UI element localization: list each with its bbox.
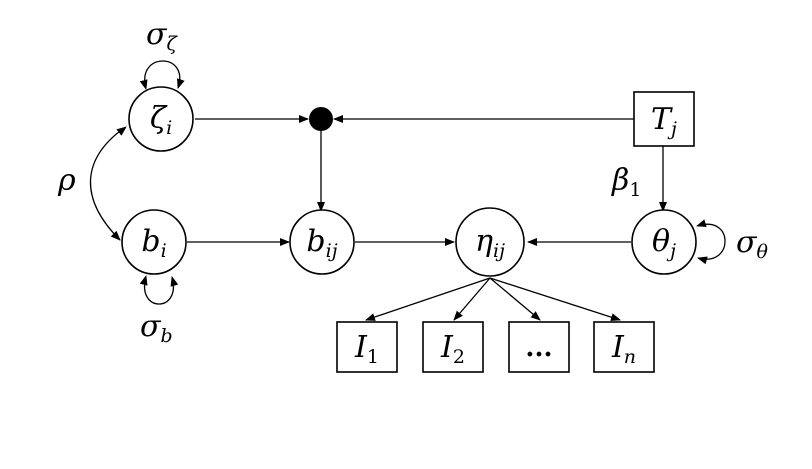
T-j-sub: j: [667, 118, 677, 140]
I-2-main: I: [440, 330, 454, 365]
edge-eta-to-Idots: [489, 277, 541, 321]
label-sigma-b: σb: [140, 309, 173, 347]
I-1-main: I: [354, 330, 368, 365]
b-i-sub: i: [161, 240, 167, 262]
label-sigma-theta: σθ: [736, 225, 768, 263]
b-ij-main: b: [306, 224, 325, 259]
I-2-sub: 2: [453, 346, 465, 368]
svg-text:I1: I1: [354, 330, 379, 368]
loop-sigma-b: [143, 276, 179, 305]
label-rho: ρ: [57, 163, 76, 198]
svg-text:Tj: Tj: [651, 102, 677, 140]
svg-text:ζi: ζi: [150, 101, 172, 139]
svg-text:I2: I2: [440, 330, 465, 368]
node-eta-ij: ηij: [455, 207, 525, 277]
node-I-dots: ...: [508, 321, 570, 373]
T-j-main: T: [651, 102, 673, 137]
I-dots-label: ...: [525, 333, 552, 363]
node-I-1: I1: [336, 321, 398, 373]
node-b-i: bi: [121, 209, 187, 275]
edge-rho-correlation: [89, 127, 125, 241]
edge-eta-to-I2: [453, 277, 491, 321]
node-b-ij: bij: [289, 209, 355, 275]
eta-ij-main: η: [475, 224, 493, 259]
edge-rho-start-arrow: [116, 126, 127, 136]
svg-text:In: In: [611, 330, 636, 368]
svg-text:ηij: ηij: [475, 224, 505, 262]
I-n-sub: n: [624, 346, 636, 368]
theta-j-main: θ: [652, 224, 670, 259]
node-T-j: Tj: [633, 91, 695, 147]
node-theta-j: θj: [631, 209, 697, 275]
svg-text:bij: bij: [306, 224, 337, 262]
interaction-junction-dot: [309, 107, 333, 131]
I-1-sub: 1: [367, 346, 379, 368]
label-beta-1: β1: [611, 163, 641, 201]
edge-eta-to-I1: [365, 277, 491, 321]
zeta-i-main: ζ: [150, 101, 168, 136]
b-i-main: b: [141, 224, 160, 259]
node-zeta-i: ζi: [128, 86, 194, 152]
node-I-n: In: [593, 321, 655, 373]
svg-text:θj: θj: [652, 224, 676, 262]
zeta-i-sub: i: [166, 117, 172, 139]
b-ij-sub: ij: [326, 240, 338, 262]
theta-j-sub: j: [666, 240, 676, 262]
I-n-main: I: [611, 330, 625, 365]
node-I-2: I2: [422, 321, 484, 373]
edges: [89, 60, 726, 322]
label-sigma-zeta: σζ: [146, 17, 178, 55]
loop-sigma-theta: [697, 223, 726, 265]
eta-ij-sub: ij: [493, 240, 505, 262]
loop-sigma-zeta: [144, 60, 185, 89]
edge-eta-to-In: [489, 277, 621, 322]
svg-text:bi: bi: [141, 224, 166, 262]
